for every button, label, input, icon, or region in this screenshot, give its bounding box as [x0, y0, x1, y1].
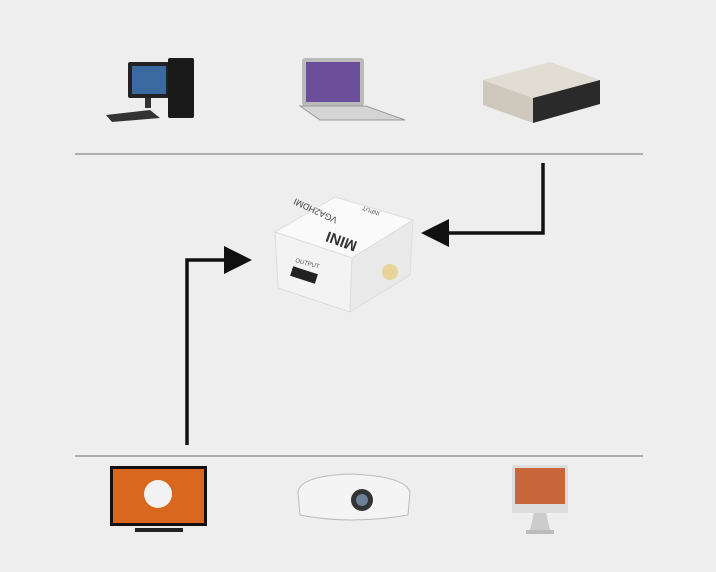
input-arrow: [421, 163, 545, 247]
input-port-label: INPUT: [361, 204, 380, 216]
set-top-box-image: [483, 62, 600, 123]
vga2hdmi-converter: MINI VGA2HDMI OUTPUT INPUT: [273, 196, 415, 313]
desktop-pc-image: [106, 58, 194, 122]
laptop-image: [298, 58, 406, 121]
imac-image: [512, 465, 568, 534]
output-arrow: [185, 246, 252, 445]
projector-image: [297, 473, 411, 521]
tv-image: [110, 466, 207, 532]
